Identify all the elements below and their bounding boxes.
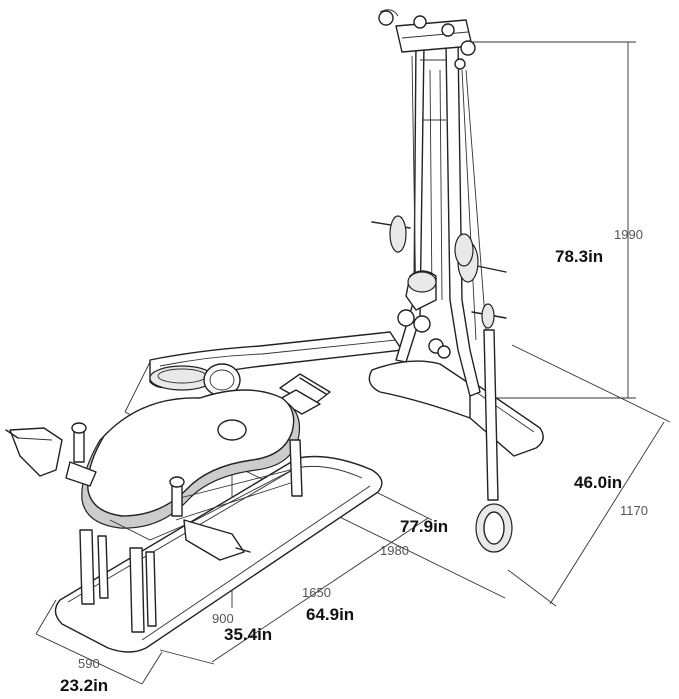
width-mm-label: 590 [78,656,100,671]
width-in-label: 23.2in [60,676,108,695]
depth-mm-label: 1170 [620,503,648,518]
base-length-mm-label: 1650 [302,585,331,600]
seat-height-in-label: 35.4in [224,625,272,644]
seat-height-mm-label: 900 [212,611,234,626]
base-length-in-label: 64.9in [306,605,354,624]
bench [5,363,331,633]
length-mm-label: 1980 [380,543,409,558]
rear-arm [149,331,403,391]
height-in-label: 78.3in [555,247,603,266]
depth-in-label: 46.0in [574,473,622,492]
tower-frame [368,9,544,553]
dimension-labels: 1990 78.3in 46.0in 1170 77.9in 1980 1650… [60,227,648,695]
length-in-label: 77.9in [400,517,448,536]
height-mm-label: 1990 [614,227,643,242]
